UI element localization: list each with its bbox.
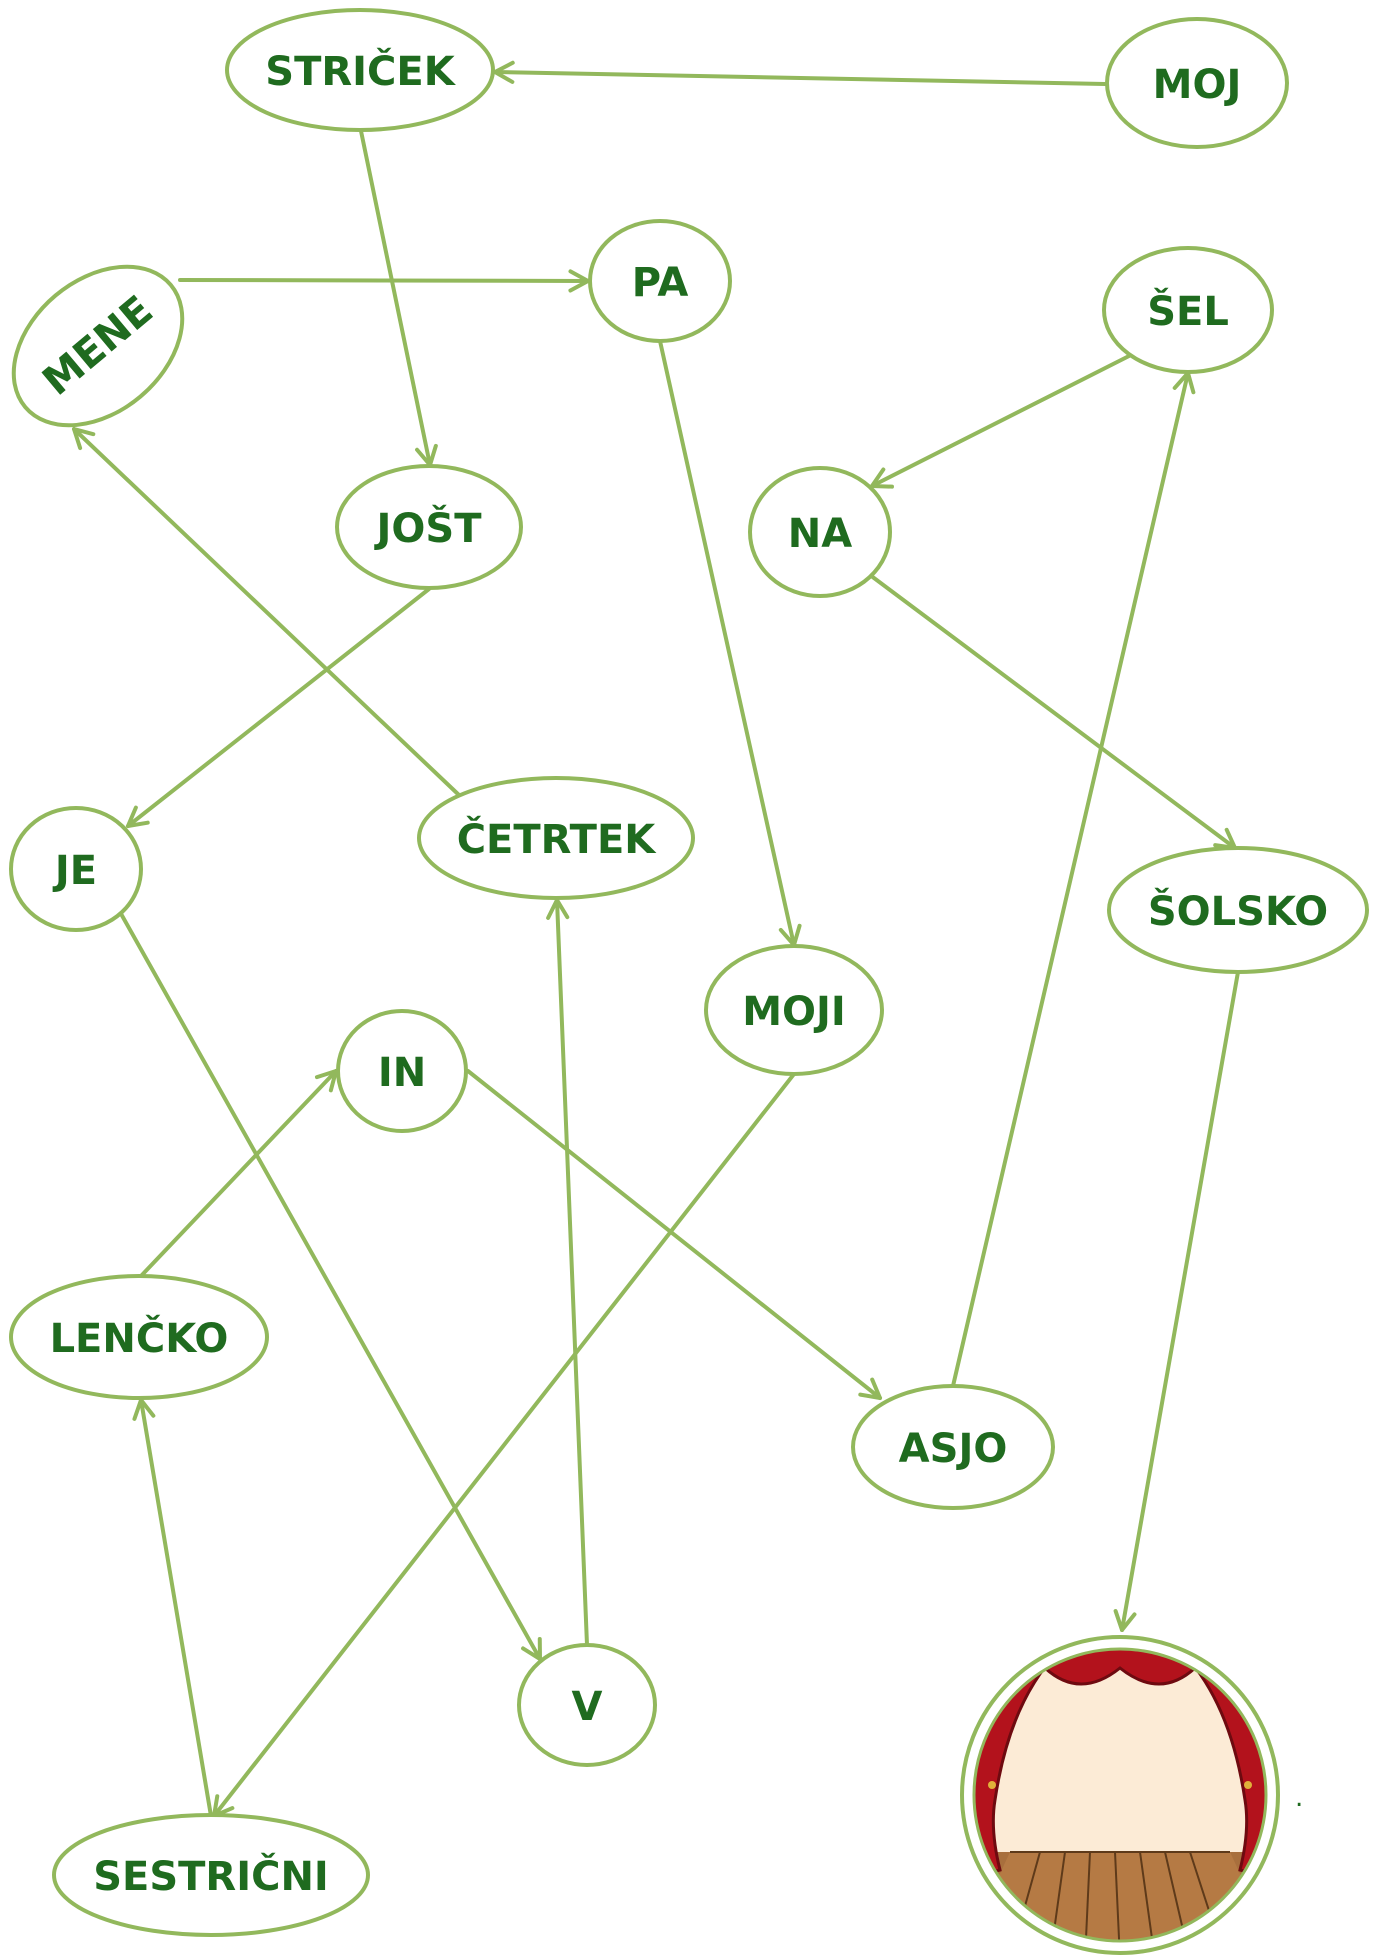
node-label: ČETRTEK	[457, 815, 658, 863]
node-label: MOJ	[1153, 62, 1242, 108]
end-mark: .	[1295, 1783, 1303, 1813]
edge-line	[72, 427, 462, 798]
edge-line	[118, 910, 542, 1661]
edge-v-to-cetrtek	[546, 898, 589, 1647]
node-sestricni: SESTRIČNI	[52, 1813, 370, 1937]
edge-na-to-solsko	[868, 573, 1237, 850]
arrowhead-icon	[546, 898, 570, 920]
arrowhead-icon	[858, 1377, 882, 1400]
arrowhead-icon	[126, 805, 150, 828]
node-label: PA	[632, 260, 689, 306]
edge-line	[359, 129, 432, 467]
node-label: SESTRIČNI	[93, 1852, 329, 1900]
theater-stage-icon	[960, 1635, 1280, 1955]
node-na: NA	[748, 466, 892, 598]
node-label: ŠEL	[1147, 287, 1229, 335]
edge-in-to-asjo	[466, 1069, 882, 1400]
node-cetrtek: ČETRTEK	[417, 776, 695, 900]
edge-line	[139, 1069, 338, 1278]
node-label: JE	[52, 848, 97, 894]
edge-je-to-v	[118, 910, 542, 1661]
edge-sestricni-to-lencko	[132, 1398, 213, 1818]
node-moji: MOJI	[704, 944, 884, 1076]
node-jost: JOŠT	[335, 464, 523, 590]
node-label: NA	[788, 511, 852, 557]
arrowhead-icon	[1113, 1609, 1137, 1632]
arrowhead-icon	[870, 467, 894, 489]
node-label: LENČKO	[50, 1314, 229, 1362]
edge-line	[493, 70, 1107, 86]
node-label: ASJO	[899, 1426, 1008, 1472]
edge-line	[466, 1069, 882, 1400]
node-in: IN	[336, 1009, 468, 1133]
edge-sel-to-na	[870, 353, 1133, 489]
edge-moj-to-stricek	[493, 60, 1107, 86]
edge-line	[126, 587, 431, 828]
node-sel: ŠEL	[1102, 246, 1274, 374]
edge-jost-to-je	[126, 587, 431, 828]
node-je: JE	[9, 806, 143, 932]
node-label: ŠOLSKO	[1148, 887, 1328, 935]
node-mene: MENE	[11, 264, 185, 428]
edge-line	[212, 1072, 796, 1818]
node-label: V	[572, 1684, 603, 1730]
node-solsko: ŠOLSKO	[1107, 846, 1369, 974]
node-stricek: STRIČEK	[225, 8, 495, 132]
edges-layer	[72, 60, 1240, 1818]
node-asjo: ASJO	[851, 1384, 1055, 1510]
node-moj: MOJ	[1105, 17, 1289, 149]
edge-cetrtek-to-mene	[72, 427, 462, 798]
node-label: JOŠT	[374, 504, 483, 552]
edge-line	[178, 278, 590, 283]
node-label: STRIČEK	[265, 47, 456, 95]
edge-line	[658, 339, 796, 947]
edge-line	[951, 371, 1190, 1388]
edge-moji-to-sestricni	[212, 1072, 796, 1818]
edge-solsko-to-stage	[1113, 970, 1240, 1632]
edge-stricek-to-jost	[359, 129, 438, 467]
arrowhead-icon	[493, 60, 515, 84]
edge-line	[1120, 970, 1240, 1632]
edge-line	[139, 1398, 213, 1818]
arrowhead-icon	[521, 1637, 542, 1661]
node-v: V	[517, 1643, 657, 1767]
node-label: MOJI	[742, 989, 846, 1035]
node-lencko: LENČKO	[9, 1274, 269, 1400]
edge-mene-to-pa	[178, 269, 590, 293]
arrowhead-icon	[132, 1398, 156, 1421]
edge-line	[868, 573, 1237, 850]
node-label: IN	[378, 1050, 426, 1096]
arrowhead-icon	[72, 427, 96, 451]
edge-line	[870, 353, 1133, 488]
node-pa: PA	[588, 219, 732, 343]
edge-line	[555, 898, 589, 1647]
